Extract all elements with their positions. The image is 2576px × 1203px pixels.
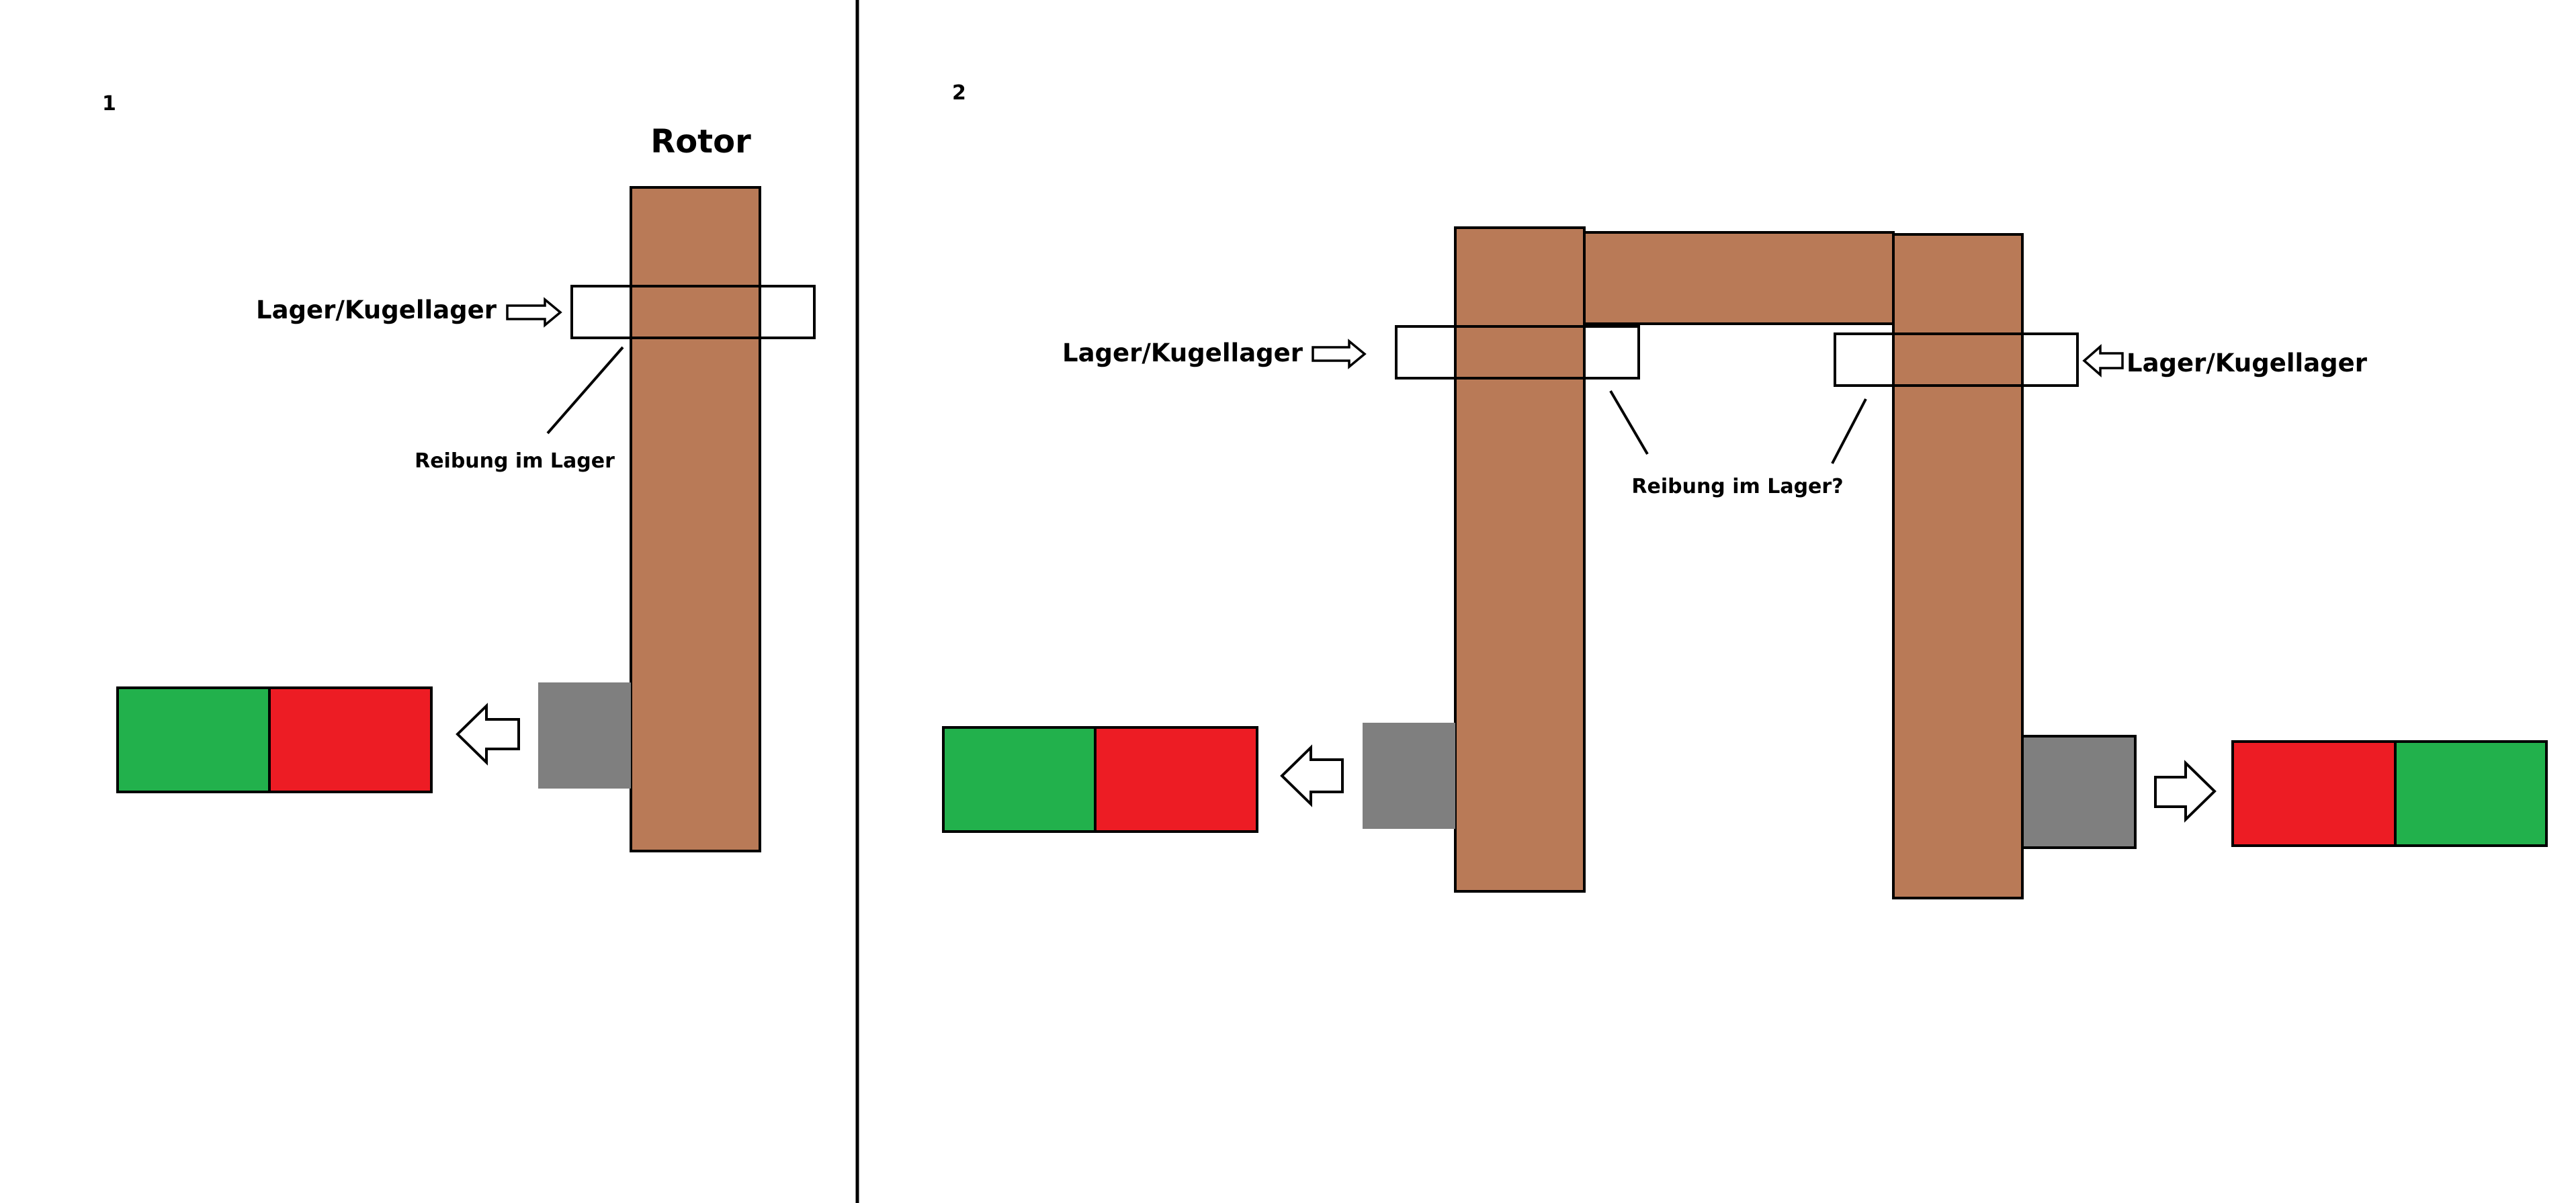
arrow-left-outline bbox=[456, 703, 520, 766]
bearing-left bbox=[1395, 325, 1640, 380]
panel-1-number: 1 bbox=[102, 92, 116, 116]
arrow-left-icon bbox=[1280, 744, 1344, 807]
panel-2: 2 Lager/Kugellager Lager/Kugellager Reib… bbox=[942, 81, 2548, 899]
panel-1: 1 Rotor Lager/Kugellager Reibung im Lage… bbox=[102, 92, 816, 852]
friction-pointer-line bbox=[546, 346, 624, 435]
rotor-shaft bbox=[630, 186, 761, 852]
bearing-right bbox=[1834, 332, 2079, 387]
magnet-left-red-half bbox=[1094, 726, 1258, 833]
bearing-label: Lager/Kugellager bbox=[256, 296, 497, 324]
friction-pointer-left bbox=[1609, 390, 1649, 455]
friction-label: Reibung im Lager bbox=[415, 449, 615, 473]
right-shaft bbox=[1892, 233, 2024, 899]
bearing-label-right: Lager/Kugellager bbox=[2127, 349, 2368, 377]
arrow-right-icon bbox=[1312, 339, 1367, 369]
left-shaft bbox=[1454, 226, 1586, 893]
bearing bbox=[570, 285, 816, 339]
gray-block bbox=[538, 682, 631, 789]
bearing-label-left: Lager/Kugellager bbox=[1062, 339, 1303, 367]
gray-block-left bbox=[1363, 723, 1455, 829]
magnet-red-half bbox=[268, 686, 433, 793]
gray-block-right bbox=[2021, 735, 2137, 849]
rotor-label: Rotor bbox=[650, 123, 751, 161]
magnet-left-green-half bbox=[942, 726, 1097, 833]
magnet-green-half bbox=[116, 686, 271, 793]
crossbar bbox=[1583, 231, 1895, 325]
arrow-right-icon bbox=[2154, 760, 2217, 823]
friction-pointer-right bbox=[1831, 398, 1867, 464]
arrow-left-icon bbox=[2082, 344, 2124, 377]
friction-label: Reibung im Lager? bbox=[1631, 475, 1843, 498]
magnet-right-green-half bbox=[2394, 740, 2548, 847]
arrow-right-icon bbox=[506, 297, 562, 328]
magnet-right-red-half bbox=[2231, 740, 2397, 847]
panel-2-number: 2 bbox=[952, 81, 966, 105]
